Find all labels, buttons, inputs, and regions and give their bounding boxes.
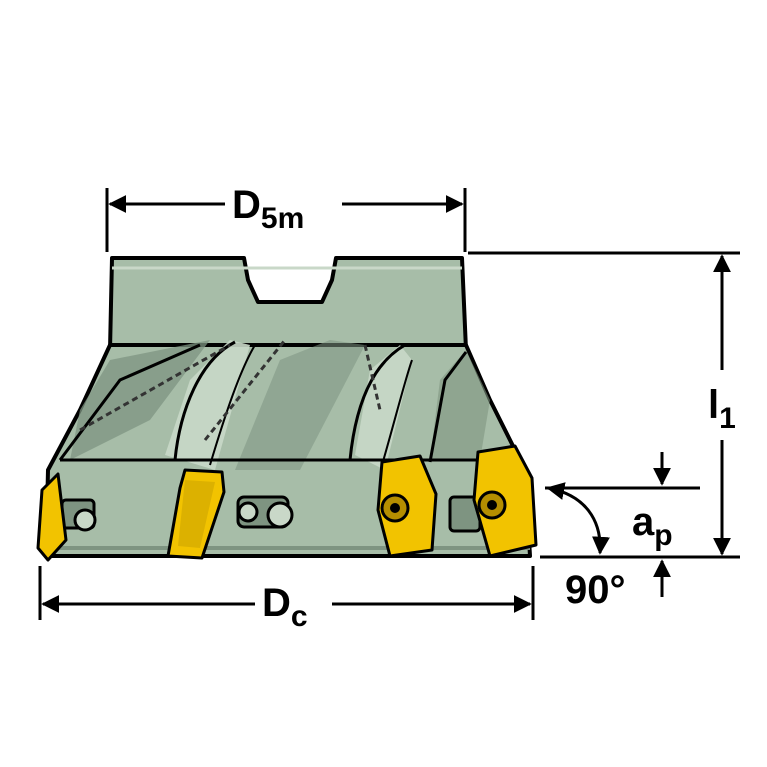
height-label: l bbox=[708, 383, 719, 427]
bottom-width-label: D bbox=[262, 581, 291, 625]
angle-label: 90° bbox=[565, 568, 626, 612]
dimension-bottom-width: Dc bbox=[38, 566, 535, 633]
insert-center-left bbox=[166, 468, 226, 560]
height-subscript: 1 bbox=[719, 402, 736, 435]
depth-label: a bbox=[632, 500, 655, 544]
top-width-label: D bbox=[232, 183, 261, 227]
svg-text:ap: ap bbox=[632, 500, 673, 552]
cutting-inserts bbox=[36, 444, 538, 562]
bottom-width-subscript: c bbox=[291, 600, 308, 633]
svg-text:Dc: Dc bbox=[262, 581, 308, 633]
dimension-depth-of-cut: ap bbox=[545, 452, 700, 597]
svg-text:D5m: D5m bbox=[232, 183, 304, 235]
svg-text:l1: l1 bbox=[708, 383, 736, 435]
dimension-angle: 90° bbox=[546, 482, 626, 612]
dimension-top-width: D5m bbox=[105, 183, 467, 252]
depth-subscript: p bbox=[654, 519, 672, 552]
top-width-subscript: 5m bbox=[261, 202, 304, 235]
cutter-hub bbox=[108, 256, 468, 352]
insert-left bbox=[36, 472, 68, 562]
screw-icon bbox=[236, 495, 294, 529]
dimension-height: l1 bbox=[468, 251, 740, 559]
screw-icon bbox=[60, 498, 97, 532]
